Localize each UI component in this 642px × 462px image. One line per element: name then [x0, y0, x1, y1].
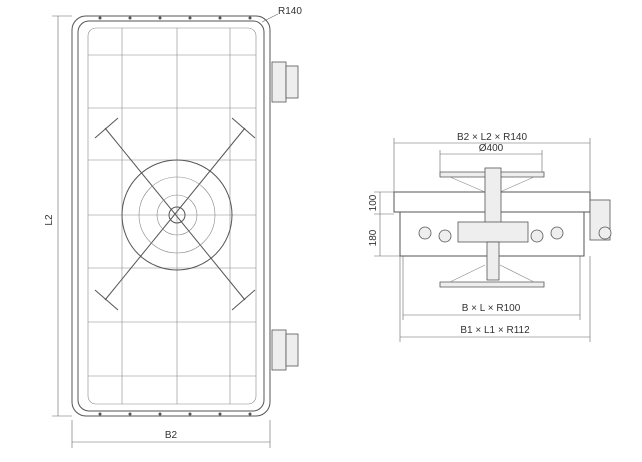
spindle: [484, 167, 502, 227]
door-frame: [77, 20, 265, 412]
front-view: L2 B2 R140: [44, 6, 302, 448]
front-dimensions: [52, 13, 279, 448]
lower-height-label: 180: [368, 229, 379, 246]
width-dim-label: B2: [165, 430, 178, 441]
door-outer-edge: [71, 15, 271, 417]
door-panel: [87, 27, 257, 405]
side-dimensions: [374, 138, 591, 342]
height-dim-label: L2: [44, 214, 55, 226]
radius-label: R140: [278, 6, 302, 17]
clear-opening-label: B × L × R100: [462, 303, 521, 314]
bolts: [98, 16, 252, 416]
side-view: B2 × L2 × R140 Ø400 100 180 B × L × R100…: [368, 132, 612, 342]
hub: [168, 206, 186, 224]
cam-assembly: [457, 221, 529, 243]
handwheel-dim-label: Ø400: [479, 143, 504, 154]
lower-spindle: [486, 241, 500, 281]
overall-dim-label: B2 × L2 × R140: [457, 132, 527, 143]
dog-rollers: [418, 226, 612, 243]
handwheel: [121, 159, 233, 271]
stiffener-grid: [88, 28, 256, 404]
top-height-label: 100: [368, 194, 379, 211]
frame-dim-label: B1 × L1 × R112: [460, 325, 530, 336]
locking-arms: [94, 117, 256, 311]
lower-handwheel: [439, 281, 545, 288]
hinges: [271, 61, 299, 371]
